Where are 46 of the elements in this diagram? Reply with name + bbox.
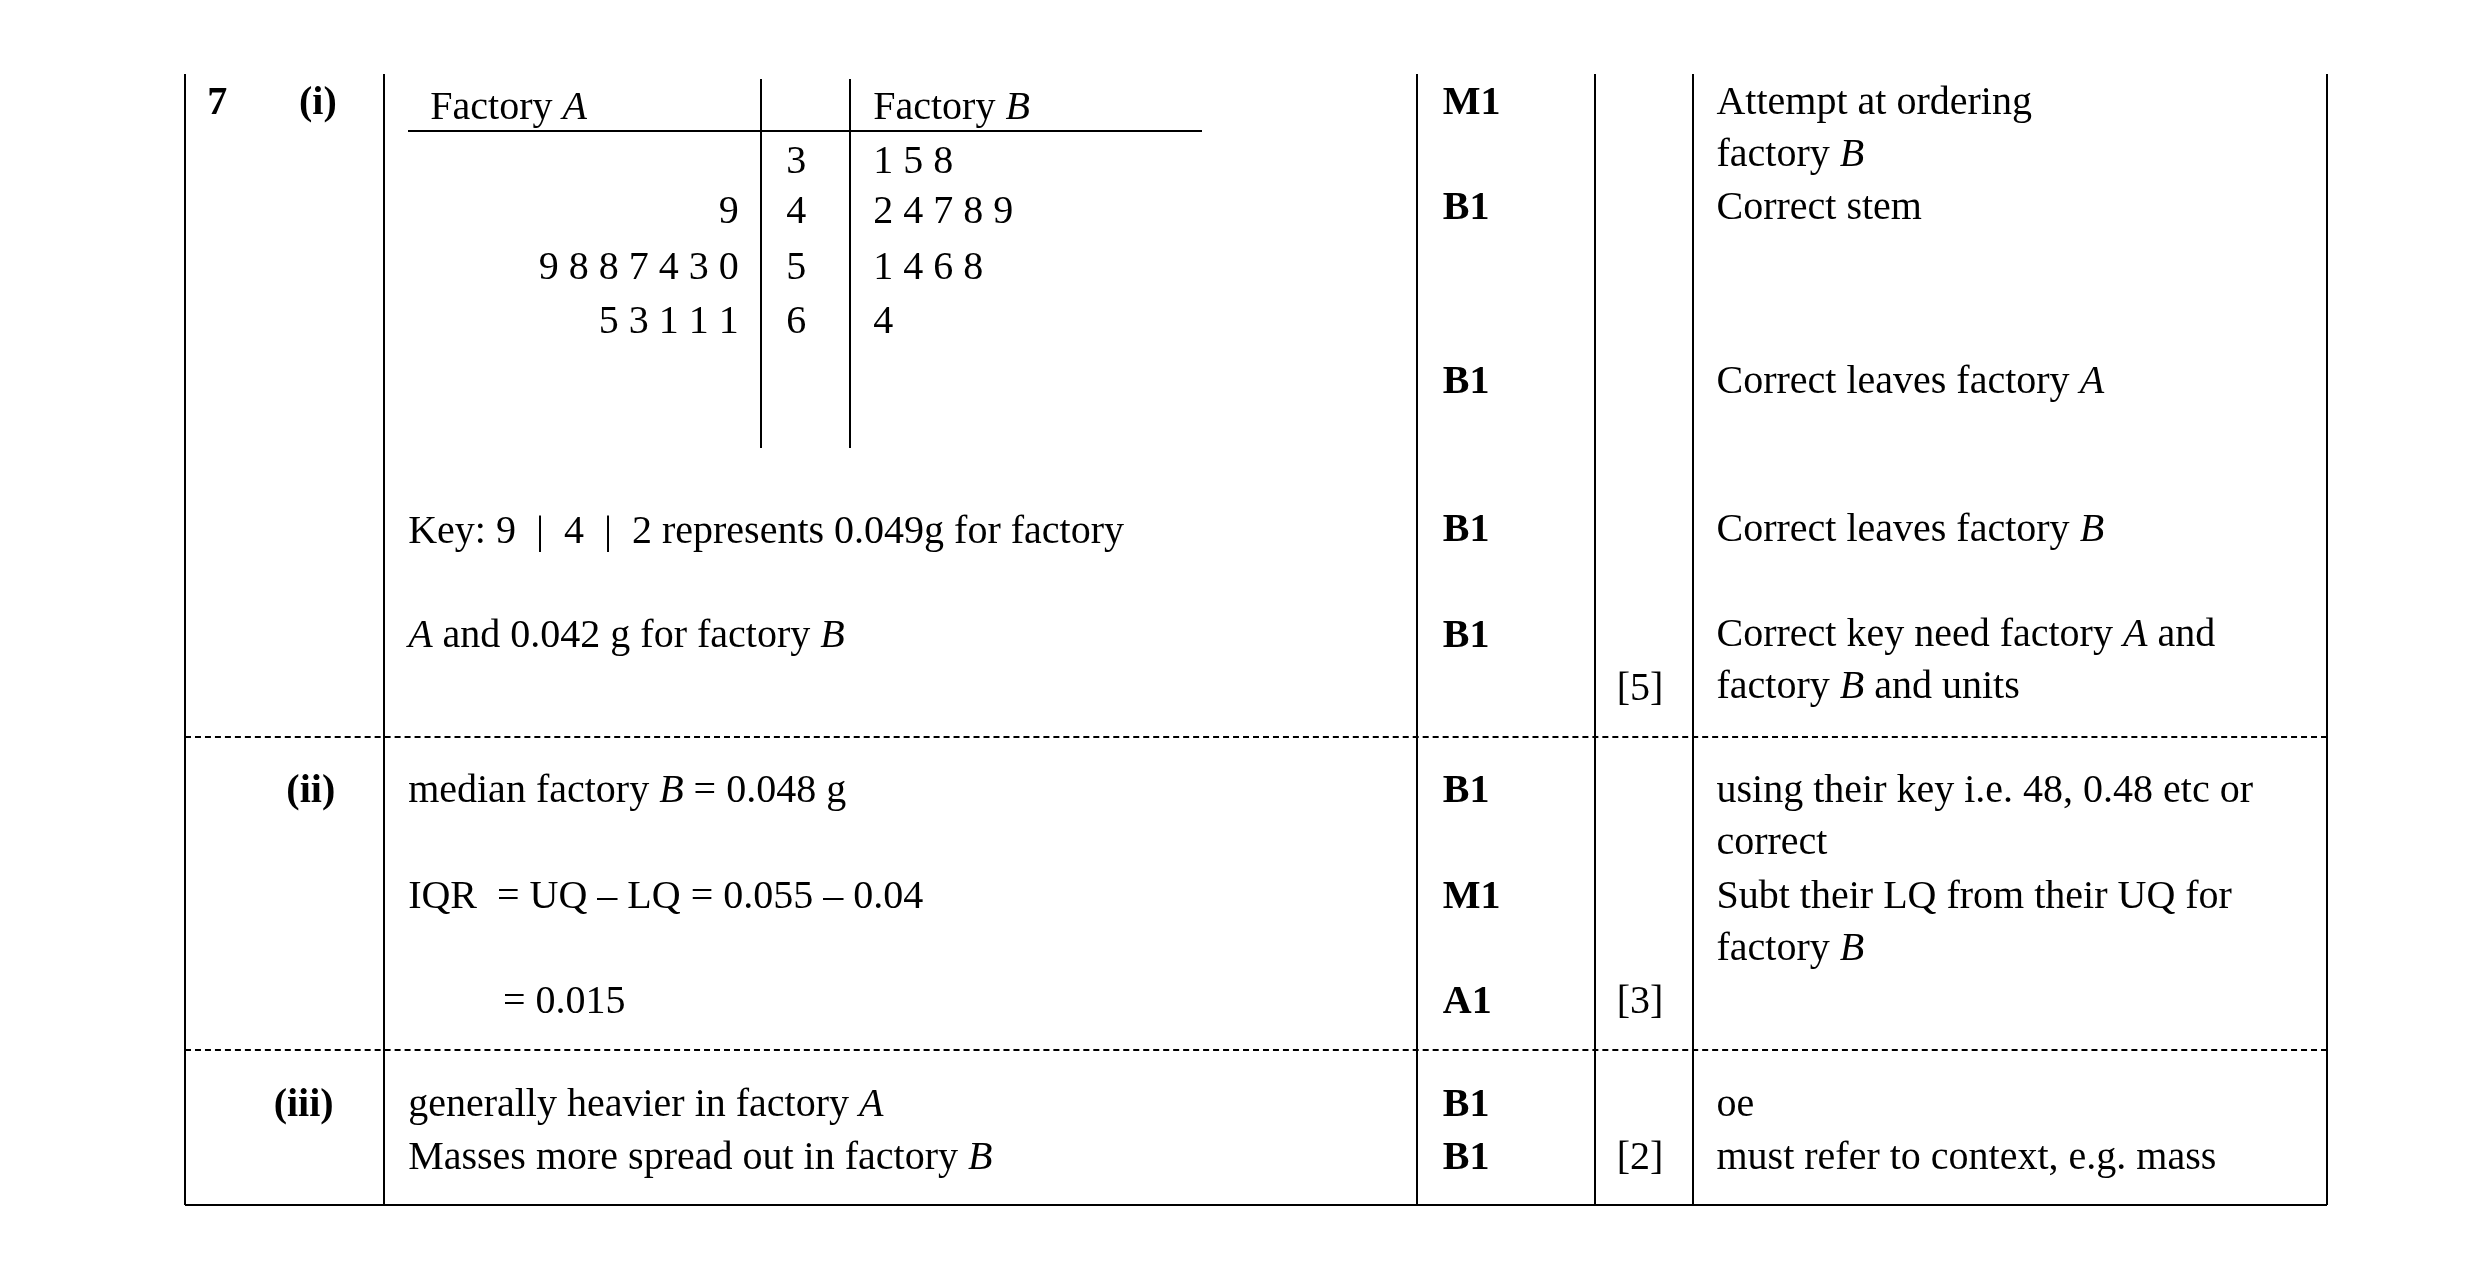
mark-code: B1 xyxy=(1442,504,1490,553)
mark-code: B1 xyxy=(1442,610,1490,659)
guidance-note: using their key i.e. 48, 0.48 etc or correct xyxy=(1716,765,2254,866)
answer-text: generally heavier in factory A xyxy=(408,1078,884,1127)
leaf-values: 9 8 8 7 4 3 0 xyxy=(538,241,739,290)
question-number: 7 xyxy=(207,77,228,126)
guidance-note: oe xyxy=(1716,1078,1755,1127)
stem-value: 5 xyxy=(786,241,807,290)
leaf-values: 4 xyxy=(873,295,894,344)
stem-value: 4 xyxy=(786,186,807,235)
key-text: Key: 9 | 4 | 2 represents 0.049g for factory xyxy=(408,505,1124,554)
answer-text: Masses more spread out in factory B xyxy=(408,1132,993,1181)
part-label: (ii) xyxy=(286,765,336,814)
stem-value: 6 xyxy=(786,295,807,344)
answer-text: IQR = UQ – LQ = 0.055 – 0.04 xyxy=(408,871,924,920)
mark-code: B1 xyxy=(1442,181,1490,230)
mark-code: B1 xyxy=(1442,355,1490,404)
stem-value: 3 xyxy=(786,135,807,184)
mark-code: A1 xyxy=(1442,975,1492,1024)
key-text: A and 0.042 g for factory B xyxy=(408,610,845,659)
leaf-values: 9 xyxy=(718,186,739,235)
guidance-note: Correct leaves factory B xyxy=(1716,504,2105,553)
answer-text: = 0.015 xyxy=(503,975,626,1024)
mark-total: [3] xyxy=(1616,975,1664,1024)
mark-code: M1 xyxy=(1442,77,1501,126)
answer-text: median factory B = 0.048 g xyxy=(408,765,847,814)
guidance-note: Correct stem xyxy=(1716,181,1922,230)
guidance-note: Correct leaves factory A xyxy=(1716,355,2105,404)
mark-total: [5] xyxy=(1616,662,1664,711)
guidance-note: must refer to context, e.g. mass xyxy=(1716,1132,2217,1181)
guidance-note: Attempt at ordering factory B xyxy=(1716,77,2033,178)
column-heading: Factory B xyxy=(873,82,1030,130)
guidance-note: Correct key need factory A and factory B and units xyxy=(1716,608,2217,709)
part-label: (i) xyxy=(299,77,337,126)
mark-total: [2] xyxy=(1616,1132,1664,1181)
leaf-values: 1 4 6 8 xyxy=(873,241,984,290)
mark-code: B1 xyxy=(1442,765,1490,814)
mark-code: B1 xyxy=(1442,1132,1490,1181)
leaf-values: 2 4 7 8 9 xyxy=(873,186,1014,235)
part-label: (iii) xyxy=(273,1078,334,1127)
leaf-values: 5 3 1 1 1 xyxy=(598,295,739,344)
mark-code: B1 xyxy=(1442,1078,1490,1127)
leaf-values: 1 5 8 xyxy=(873,135,954,184)
mark-code: M1 xyxy=(1442,871,1501,920)
guidance-note: Subt their LQ from their UQ for factory B xyxy=(1716,871,2233,972)
column-heading: Factory A xyxy=(430,82,587,130)
